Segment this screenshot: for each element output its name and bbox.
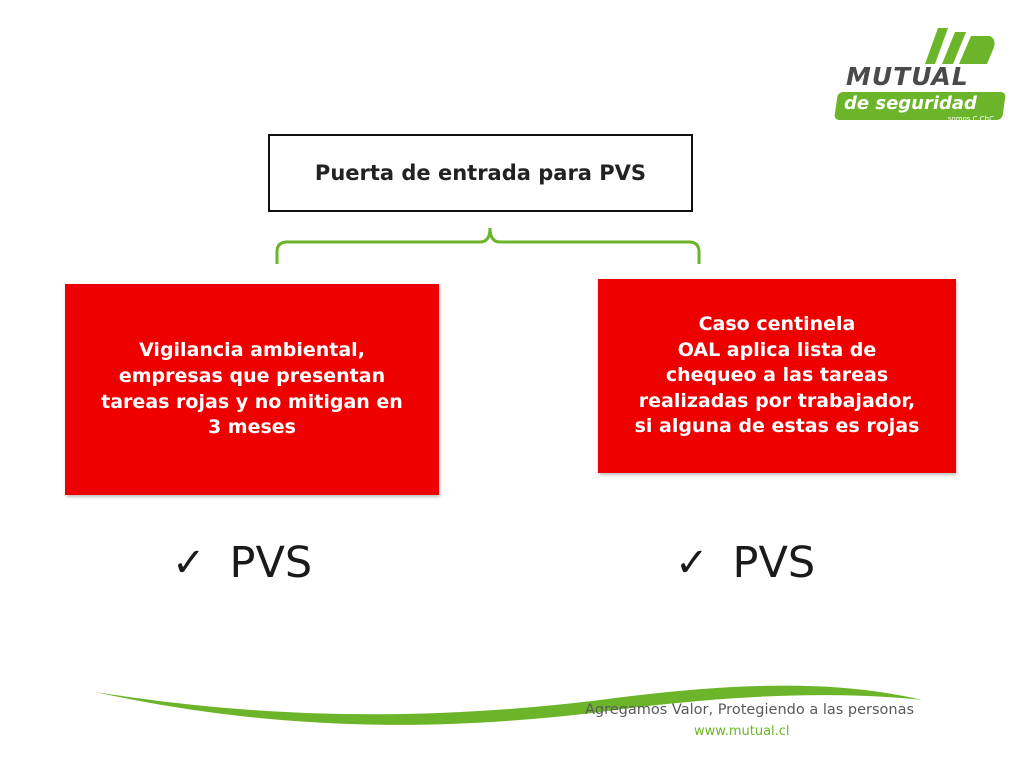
entry-gate-label: Puerta de entrada para PVS [314, 161, 647, 185]
ambient-surveillance-box: Vigilancia ambiental, empresas que prese… [65, 284, 439, 495]
sentinel-case-box: Caso centinela OAL aplica lista de chequ… [598, 279, 956, 473]
pvs-left-item: ✓ PVS [172, 538, 312, 588]
checkmark-icon: ✓ [675, 540, 709, 586]
footer-swoosh [95, 685, 922, 725]
checkmark-icon: ✓ [172, 540, 206, 586]
logo-mark-icon [925, 28, 995, 64]
pvs-right-item: ✓ PVS [675, 538, 815, 588]
right-box-line: Caso centinela [698, 312, 856, 335]
left-box-line: 3 meses [207, 416, 296, 439]
right-box-line: OAL aplica lista de [677, 338, 877, 361]
left-box-line: tareas rojas y no mitigan en [101, 390, 403, 413]
right-box-line: si alguna de estas es rojas [634, 415, 920, 438]
pvs-left-label: PVS [229, 538, 313, 588]
right-box-line: realizadas por trabajador, [638, 389, 916, 412]
left-box-line: empresas que presentan [118, 364, 386, 387]
logo-subtitle: de seguridad [844, 93, 977, 114]
right-box-line: chequeo a las tareas [665, 364, 889, 387]
logo-tagline: somos C.ChC [947, 115, 994, 123]
pvs-right-label: PVS [732, 538, 816, 588]
left-box-line: Vigilancia ambiental, [139, 339, 365, 362]
footer-tagline: Agregamos Valor, Protegiendo a las perso… [585, 702, 915, 718]
entry-gate-box: Puerta de entrada para PVS [268, 134, 693, 212]
logo-word: MUTUAL [846, 62, 969, 91]
footer-url: www.mutual.cl [694, 724, 790, 739]
mutual-logo: MUTUAL de seguridad somos C.ChC [830, 22, 1006, 123]
green-bracket [275, 227, 701, 264]
